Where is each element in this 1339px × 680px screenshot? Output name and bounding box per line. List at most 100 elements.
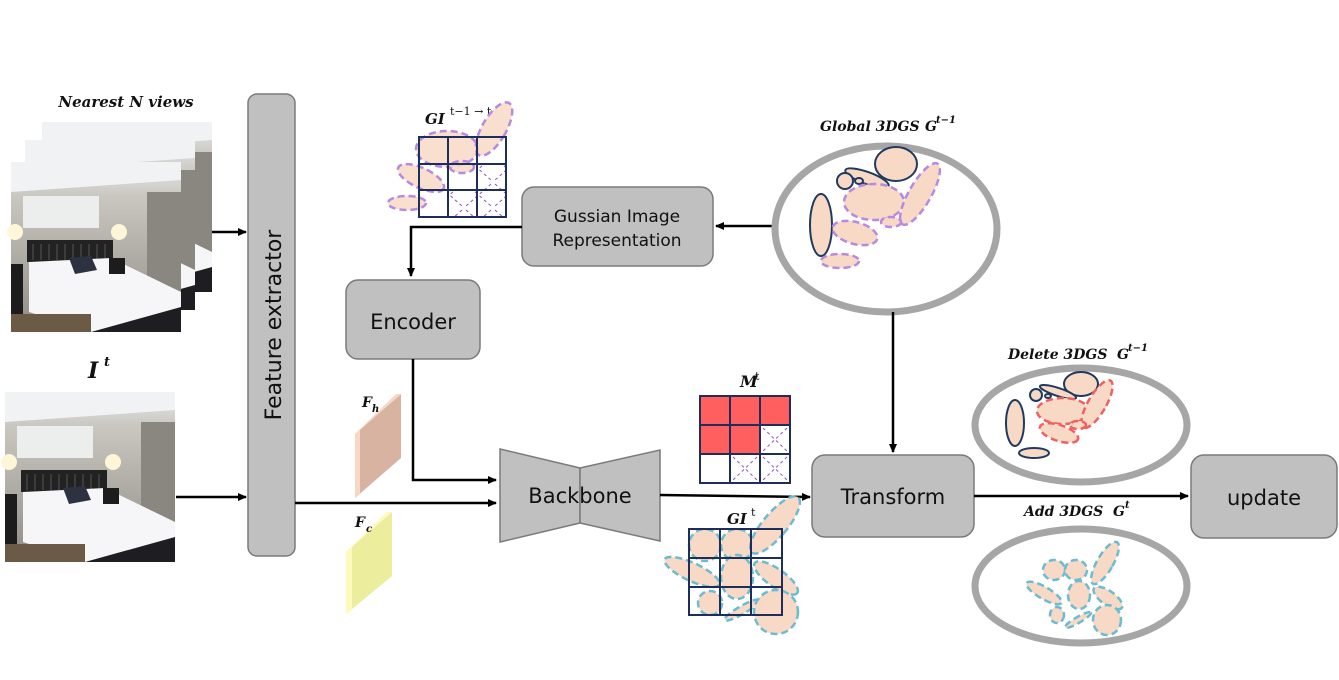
svg-text:t−1: t−1	[1128, 343, 1148, 354]
gi-cur-label: GI t	[727, 506, 756, 528]
arrow-encoder-to-backbone	[411, 359, 497, 484]
svg-text:Representation: Representation	[552, 231, 681, 251]
gaussian	[1063, 610, 1093, 630]
gaussian	[809, 193, 833, 257]
svg-text:GI: GI	[727, 510, 748, 528]
svg-text:Delete 3DGS: Delete 3DGS	[1007, 347, 1107, 363]
svg-text:F: F	[354, 515, 366, 531]
delete-3dgs-label: Delete 3DGS G t−1	[1007, 343, 1148, 363]
nearest-views-stack	[6, 121, 213, 333]
svg-text:M: M	[739, 372, 759, 391]
gaussian	[1025, 580, 1063, 606]
svg-text:c: c	[366, 524, 372, 535]
mask-cell-empty	[699, 453, 731, 484]
svg-text:h: h	[372, 404, 379, 415]
arrow-gir-to-encoder	[407, 225, 522, 277]
gaussian	[1044, 393, 1052, 399]
gaussian	[874, 146, 918, 182]
transform-block: Transform	[811, 454, 975, 538]
svg-text:t: t	[1125, 500, 1130, 511]
gaussian	[1029, 388, 1043, 402]
fc-feature-map	[346, 512, 392, 614]
gaussian	[898, 161, 942, 227]
svg-text:GI: GI	[425, 110, 446, 128]
mask-cell-masked	[729, 395, 761, 426]
feature-extractor-block: Feature extractor	[247, 93, 296, 557]
gi-cur-grid	[663, 495, 802, 636]
gaussian	[719, 553, 755, 601]
gaussian	[1066, 579, 1092, 611]
svg-text:Add 3DGS: Add 3DGS	[1022, 504, 1103, 520]
gaussian	[1048, 605, 1066, 625]
gaussian	[1041, 558, 1067, 582]
gaussian	[752, 560, 800, 596]
mask-cell-masked	[759, 395, 791, 426]
delete-3dgs-ring	[971, 364, 1191, 486]
svg-text:t: t	[751, 506, 756, 519]
gaussian	[1038, 384, 1078, 400]
gi-prev-grid	[386, 101, 514, 218]
svg-text:Backbone: Backbone	[528, 484, 631, 508]
gaussian	[687, 527, 723, 563]
gaussian	[831, 219, 879, 247]
mask-grid	[699, 395, 791, 484]
fh-feature-map	[355, 394, 401, 498]
global-3dgs-label: Global 3DGS G t−1	[820, 115, 956, 135]
gaussian	[1005, 399, 1025, 447]
nearest-views-label: Nearest N views	[57, 93, 194, 111]
svg-text:t−1: t−1	[936, 115, 956, 126]
gaussian	[386, 194, 428, 212]
backbone-block: Backbone	[499, 448, 661, 543]
svg-text:update: update	[1227, 486, 1301, 510]
add-3dgs-label: Add 3DGS G t	[1022, 500, 1130, 520]
gaussian	[1063, 371, 1099, 397]
gaussian	[1068, 419, 1088, 431]
arrow-backbone-to-transform	[659, 492, 811, 501]
gaussian	[752, 588, 800, 636]
svg-text:G: G	[1117, 347, 1129, 363]
gaussian	[879, 215, 903, 229]
gaussian	[819, 252, 861, 270]
gaussian	[1038, 421, 1080, 445]
gaussian	[1089, 540, 1121, 586]
gaussian	[1092, 585, 1124, 611]
mask-label: M t	[739, 370, 760, 391]
gaussian	[474, 101, 514, 157]
current-frame-image	[0, 391, 176, 563]
svg-text:Global 3DGS: Global 3DGS	[820, 119, 920, 135]
fh-label: F h	[361, 395, 379, 415]
add-3dgs-ring	[971, 525, 1191, 647]
update-block: update	[1190, 454, 1338, 539]
svg-text:Gussian Image: Gussian Image	[554, 207, 680, 227]
gaussian	[1063, 558, 1089, 582]
global-3dgs-ring	[771, 142, 1001, 316]
svg-text:G: G	[925, 119, 937, 135]
svg-text:Transform: Transform	[840, 485, 945, 509]
gaussian	[854, 177, 864, 185]
gaussian	[1018, 447, 1050, 459]
gaussian	[396, 162, 446, 194]
svg-text:t: t	[104, 355, 110, 370]
gaussian-image-representation-block: Gussian Image Representation	[521, 186, 714, 267]
svg-text:t−1 → t: t−1 → t	[450, 105, 492, 118]
gi-prev-label: GI t−1 → t	[425, 105, 492, 128]
gaussian	[836, 172, 854, 190]
gaussian	[696, 589, 724, 617]
gaussian	[842, 182, 906, 222]
current-frame-label: I t	[87, 355, 110, 384]
svg-text:t: t	[755, 370, 760, 383]
svg-text:G: G	[1113, 504, 1125, 520]
svg-text:Encoder: Encoder	[370, 310, 456, 334]
fc-label: F c	[354, 515, 372, 535]
gaussian	[448, 159, 476, 175]
gaussian	[748, 495, 802, 555]
svg-text:I: I	[87, 358, 99, 384]
gaussian	[1091, 603, 1123, 637]
encoder-block: Encoder	[345, 279, 481, 360]
mask-cell-masked	[729, 424, 761, 455]
mask-cell-masked	[699, 424, 731, 455]
view-image-1	[6, 161, 182, 333]
svg-text:Feature extractor: Feature extractor	[262, 229, 287, 421]
svg-text:F: F	[361, 395, 373, 411]
